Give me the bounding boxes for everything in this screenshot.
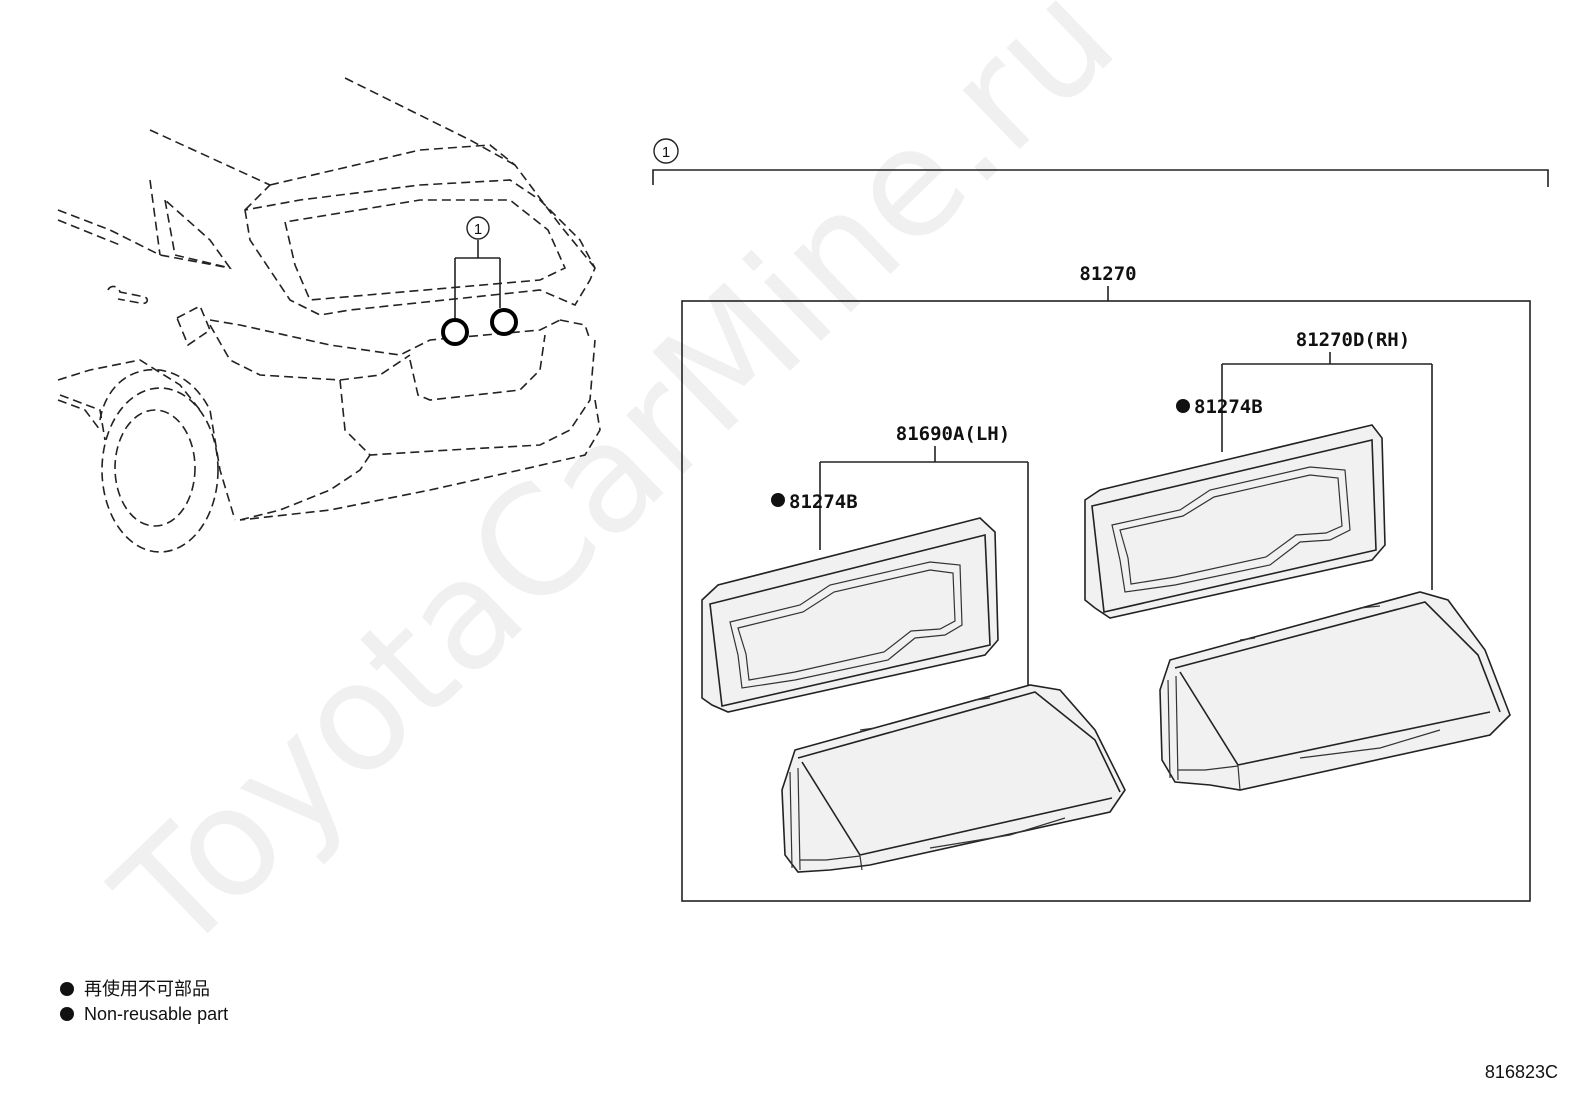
callout-number-group: 1: [662, 144, 670, 161]
lamp-lh-drawing: [781, 684, 1126, 873]
label-81270[interactable]: 81270: [1079, 263, 1136, 285]
lamp-location-left[interactable]: [441, 318, 469, 346]
assembly-box: 81270: [681, 263, 1531, 902]
legend-text-en: Non-reusable part: [84, 1004, 228, 1024]
non-reusable-dot-rh: [1176, 399, 1190, 413]
label-81274B-lh[interactable]: 81274B: [789, 491, 858, 513]
legend-dot-2: [60, 1007, 74, 1021]
vehicle-rear-view: [57, 77, 601, 553]
non-reusable-dot-lh: [771, 493, 785, 507]
callout-number-car: 1: [474, 221, 482, 238]
lamp-location-right[interactable]: [490, 308, 518, 336]
lh-lamp-group: 81690A(LH) 81274B: [701, 423, 1126, 873]
group-bracket: 1: [652, 138, 1549, 187]
legend: 再使用不可部品 Non-reusable part: [60, 979, 228, 1024]
legend-text-jp: 再使用不可部品: [84, 979, 210, 999]
label-81690A-LH[interactable]: 81690A(LH): [896, 423, 1010, 445]
vehicle-callout: 1: [441, 216, 518, 346]
lamp-rh-drawing: [1159, 591, 1511, 791]
label-81274B-rh[interactable]: 81274B: [1194, 396, 1263, 418]
diagram-id: 816823C: [1485, 1062, 1558, 1082]
rh-lamp-group: 81270D(RH) 81274B: [1084, 329, 1511, 791]
gasket-lh-drawing: [701, 517, 999, 713]
gasket-rh-drawing: [1084, 424, 1386, 619]
legend-dot-1: [60, 982, 74, 996]
label-81270D-RH[interactable]: 81270D(RH): [1296, 329, 1410, 351]
